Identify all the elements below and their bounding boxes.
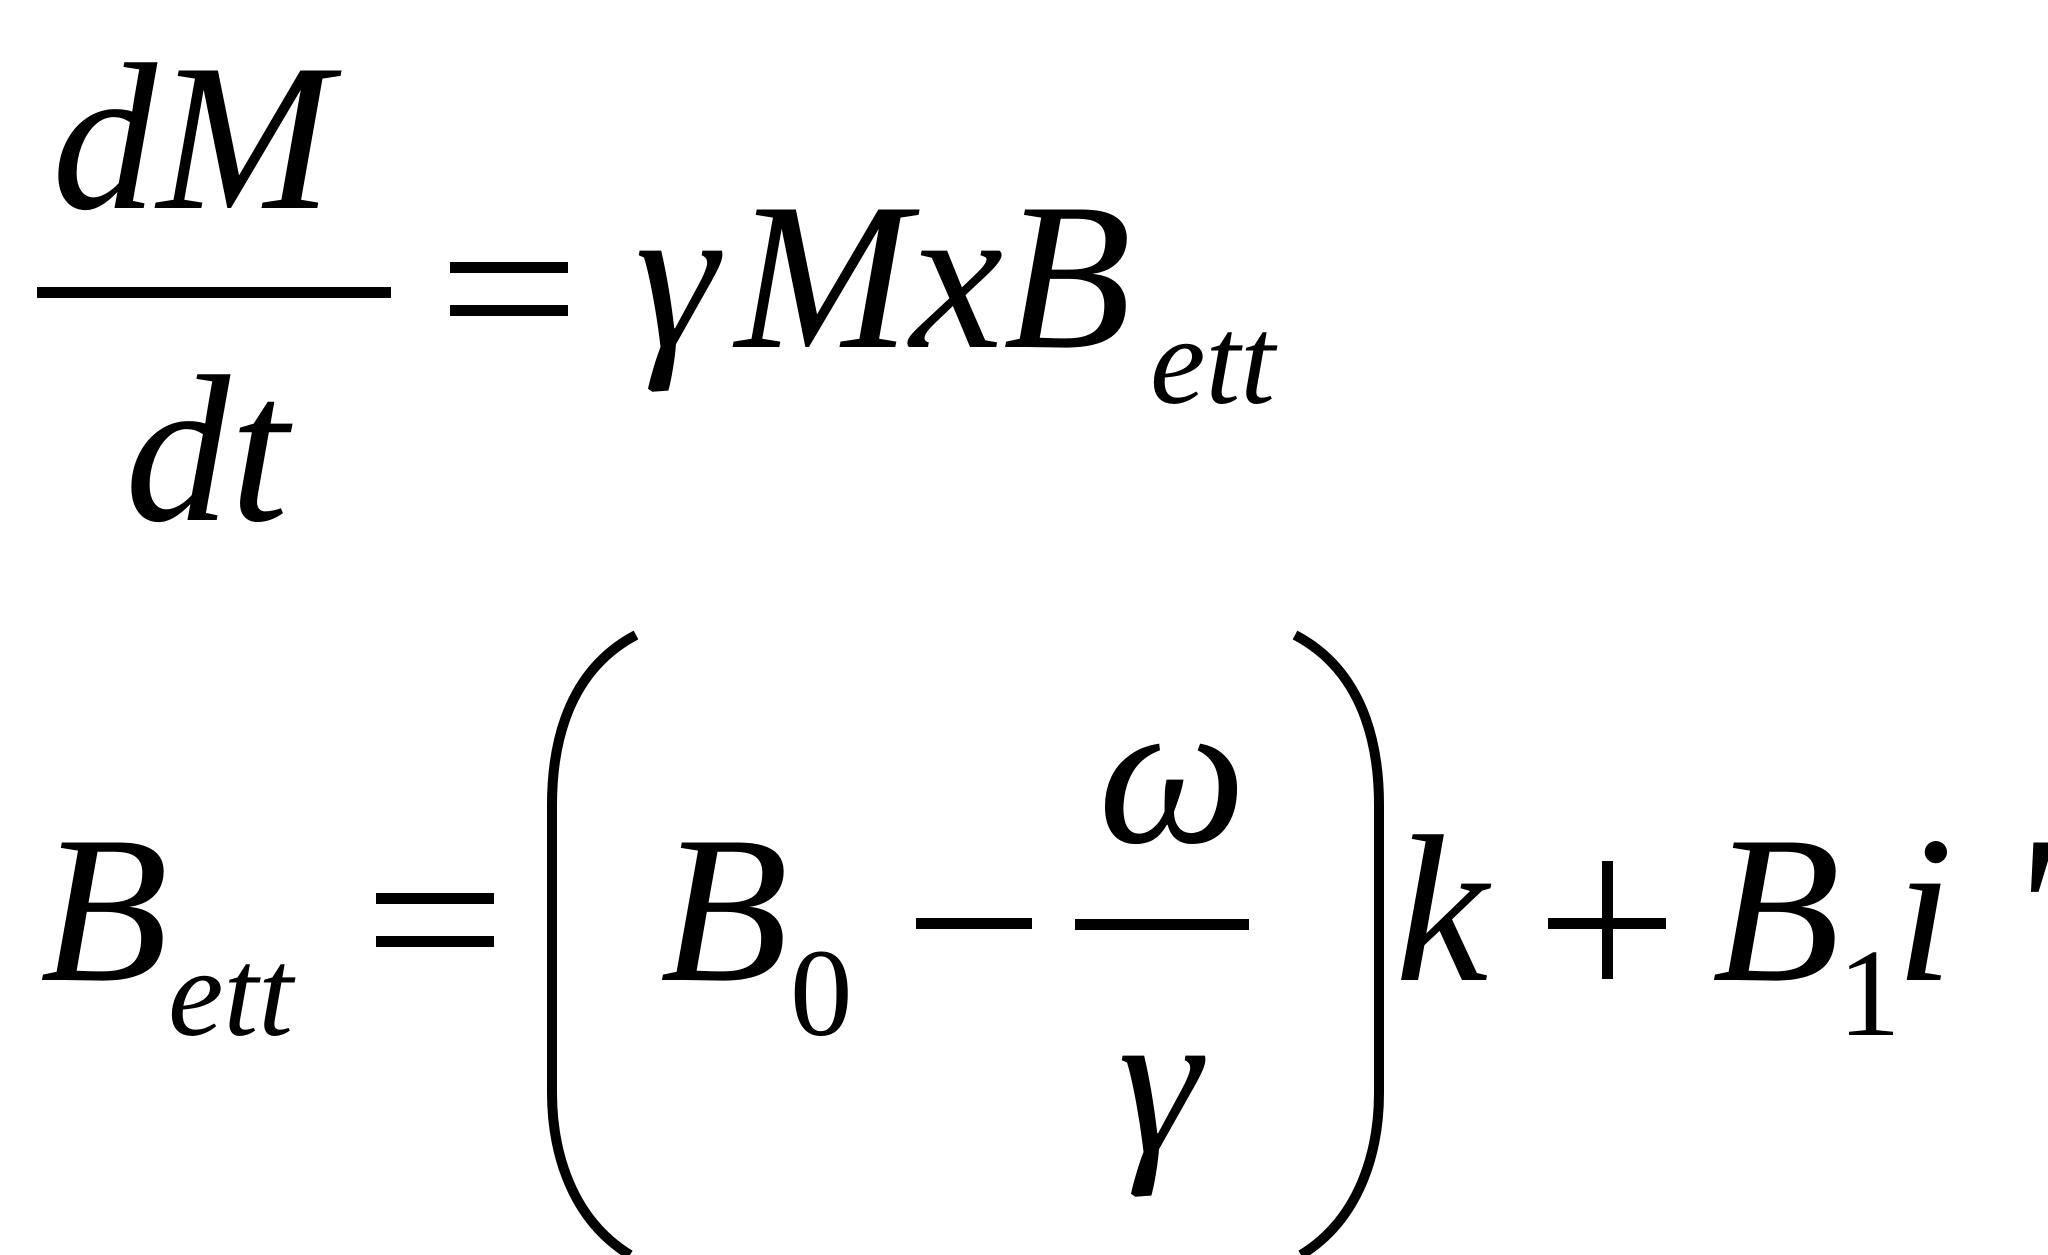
eq2-b1: B [1712,794,1840,1026]
eq1-numerator: dM [52,22,342,254]
eq1-denominator: dt [125,334,293,566]
eq2-right-paren [1292,630,1384,1255]
eq2-equals-bottom [376,936,494,947]
equation-2: B ett B 0 ω γ k B 1 i ' [40,630,2048,1255]
eq2-subscript-1: 1 [1838,925,1901,1063]
eq1-equals-top [450,262,568,273]
eq2-left-paren [547,630,639,1255]
eq2-k: k [1395,794,1492,1026]
eq1-equals-bottom [450,305,568,316]
eq2-lhs-b: B [40,794,168,1026]
eq2-i-prime: i ' [1895,794,2048,1026]
eq2-lhs-subscript-ett: ett [168,925,296,1063]
eq2-gamma: γ [1118,966,1206,1198]
equation-1: dM dt γ MxB ett [37,22,1278,566]
eq1-fraction-bar [37,287,391,298]
eq2-minus [916,918,1032,929]
eq2-b0: B [660,794,788,1026]
eq1-subscript-ett: ett [1150,293,1278,431]
eq2-subscript-0: 0 [790,925,853,1063]
eq2-omega: ω [1098,656,1246,888]
eq2-fraction-bar [1075,919,1249,930]
eq1-gamma: γ [635,161,723,393]
eq2-equals-top [376,893,494,904]
eq1-mxb: MxB [732,161,1131,393]
eq2-plus-vertical [1602,861,1613,979]
